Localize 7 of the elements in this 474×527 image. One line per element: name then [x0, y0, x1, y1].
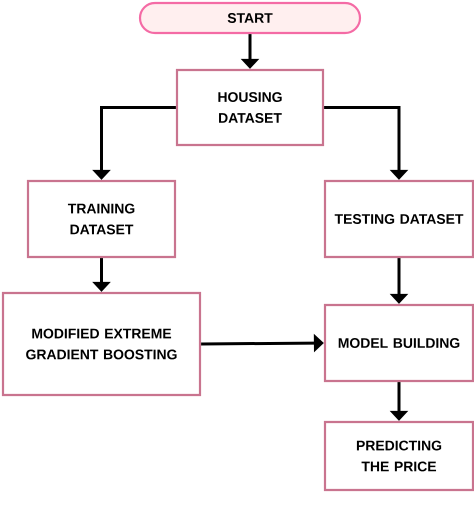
start-terminal: START: [138, 2, 362, 34]
process-box: PREDICTING THE PRICE: [324, 420, 474, 492]
process-box: TESTING DATASET: [324, 180, 474, 258]
process-box: HOUSING DATASET: [176, 68, 324, 146]
process-box: MODIFIED EXTREME GRADIENT BOOSTING: [2, 292, 202, 396]
process-box: MODEL BUILDING: [324, 304, 474, 382]
process-box: TRAINING DATASET: [26, 180, 176, 258]
